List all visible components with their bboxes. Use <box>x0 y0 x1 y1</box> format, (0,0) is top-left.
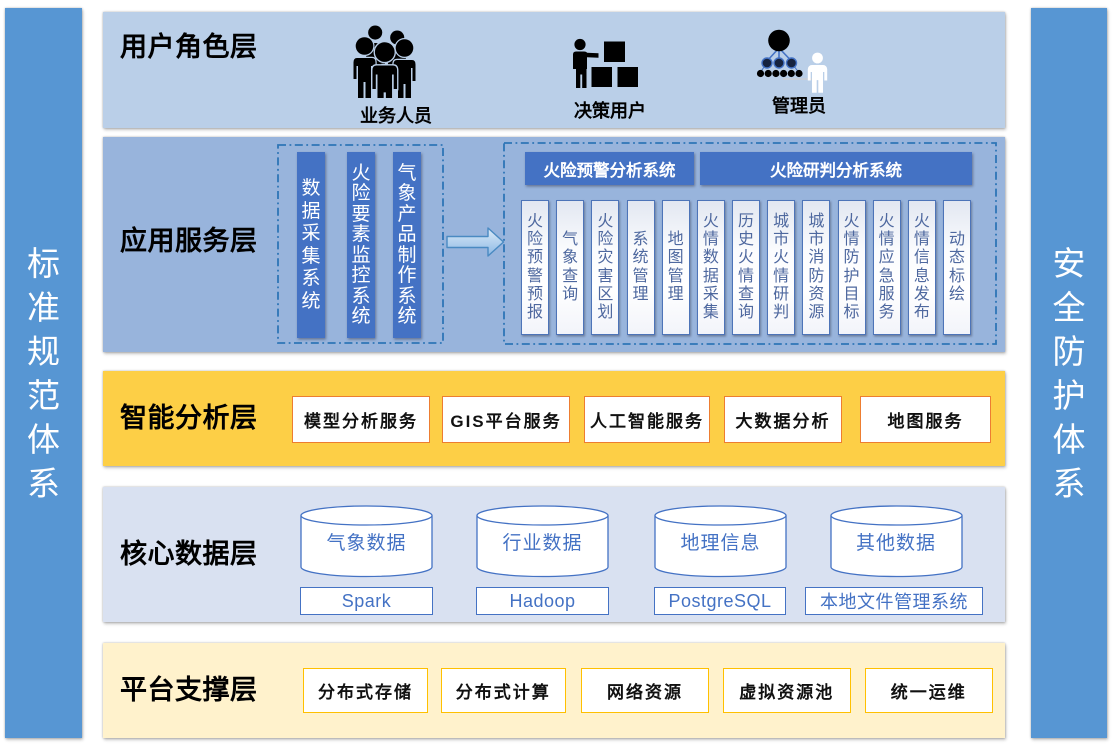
resource-统一运维: 统一运维 <box>864 668 993 713</box>
engine-Spark: Spark <box>300 587 433 615</box>
resource-虚拟资源池: 虚拟资源池 <box>722 668 851 713</box>
resource-分布式计算: 分布式计算 <box>440 668 566 713</box>
warning-analysis-system-header: 火险预警分析系统 <box>525 152 694 185</box>
band-platform-support-layer: 平台支撑层 分布式存储分布式计算网络资源虚拟资源池统一运维 <box>103 643 1005 738</box>
datastore-cylinder-地理信息: 地理信息 <box>654 505 787 578</box>
role-business-staff-label: 业务人员 <box>360 106 432 126</box>
role-decision-user-label: 决策用户 <box>574 101 646 121</box>
band-user-role-layer: 用户角色层 <box>103 12 1005 128</box>
role-administrator-label: 管理员 <box>772 96 826 116</box>
source-systems-group: 数据采集系统 火险要素监控系统 气象产品制作系统 <box>277 144 444 344</box>
module-气象查询: 气象查询 <box>556 200 585 335</box>
module-动态标绘: 动态标绘 <box>943 200 972 335</box>
datastore-cylinder-其他数据: 其他数据 <box>829 505 963 578</box>
service-人工智能服务: 人工智能服务 <box>584 396 710 443</box>
service-GIS平台服务: GIS平台服务 <box>442 396 570 443</box>
band-app-service-layer: 应用服务层 数据采集系统 火险要素监控系统 气象产品制作系统 火险预警分析 <box>103 137 1005 352</box>
right-arrow-icon <box>446 227 505 257</box>
module-火险预警预报: 火险预警预报 <box>521 200 549 335</box>
core-data-layer-label: 核心数据层 <box>120 539 258 569</box>
module-系统管理: 系统管理 <box>626 200 655 335</box>
service-地图服务: 地图服务 <box>860 396 991 443</box>
engine-本地文件管理系统: 本地文件管理系统 <box>805 587 983 615</box>
platform-support-layer-label: 平台支撑层 <box>120 675 258 705</box>
source-system-bar: 气象产品制作系统 <box>393 151 421 338</box>
module-火情信息发布: 火情信息发布 <box>907 200 936 335</box>
source-system-bar: 火险要素监控系统 <box>347 151 375 338</box>
module-地图管理: 地图管理 <box>661 200 690 335</box>
service-大数据分析: 大数据分析 <box>724 396 842 443</box>
module-城市消防资源: 城市消防资源 <box>802 200 831 335</box>
engine-PostgreSQL: PostgreSQL <box>654 587 786 615</box>
person-blocks-icon <box>573 38 638 88</box>
module-历史火情查询: 历史火情查询 <box>732 200 761 335</box>
module-火情应急服务: 火情应急服务 <box>872 200 901 335</box>
analysis-systems-group <box>503 142 997 345</box>
right-rail-text: 安全防护体系 <box>1052 244 1086 502</box>
left-rail-standards: 标准规范体系 <box>5 8 82 738</box>
people-group-icon <box>353 24 417 98</box>
judgement-analysis-system-header: 火险研判分析系统 <box>700 152 972 185</box>
user-role-layer-label: 用户角色层 <box>120 32 258 62</box>
intelligent-analysis-layer-label: 智能分析层 <box>120 403 258 433</box>
app-service-layer-label: 应用服务层 <box>120 226 258 256</box>
module-火险灾害区划: 火险灾害区划 <box>591 200 620 335</box>
datastore-cylinder-气象数据: 气象数据 <box>300 505 433 578</box>
module-火情数据采集: 火情数据采集 <box>696 200 725 335</box>
module-火情防护目标: 火情防护目标 <box>837 200 866 335</box>
band-intelligent-analysis-layer: 智能分析层 模型分析服务 GIS平台服务人工智能服务大数据分析地图服务 <box>103 371 1005 466</box>
resource-分布式存储: 分布式存储 <box>303 668 428 713</box>
engine-Hadoop: Hadoop <box>476 587 609 615</box>
org-chart-admin-icon <box>756 29 828 93</box>
left-rail-text: 标准规范体系 <box>27 244 60 502</box>
module-城市火情研判: 城市火情研判 <box>767 200 796 335</box>
right-rail-security: 安全防护体系 <box>1031 8 1107 738</box>
resource-网络资源: 网络资源 <box>581 668 709 713</box>
source-system-bar: 数据采集系统 <box>297 151 325 338</box>
service-模型分析服务: 模型分析服务 <box>292 396 430 443</box>
datastore-cylinder-行业数据: 行业数据 <box>476 505 609 578</box>
band-core-data-layer: 核心数据层 气象数据 Spark 行业数据 Hadoop 地理信息 PostgreSQL 其… <box>103 487 1005 622</box>
